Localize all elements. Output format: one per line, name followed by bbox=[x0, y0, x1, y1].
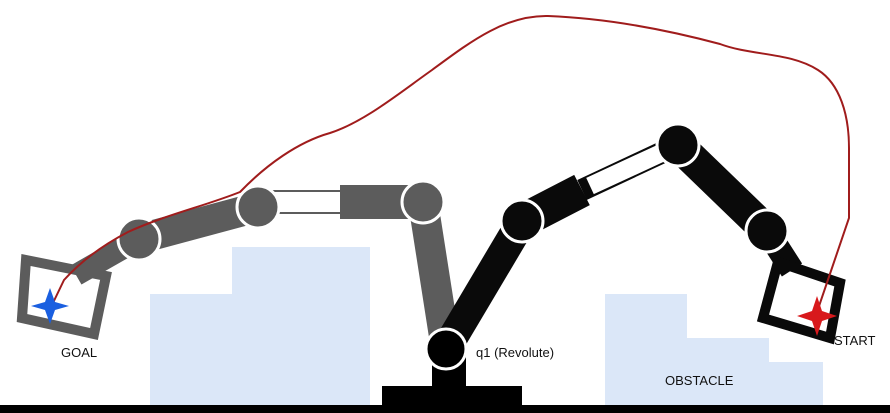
obstacle-right bbox=[605, 294, 823, 406]
planned-path bbox=[51, 14, 850, 313]
robot-base bbox=[382, 386, 522, 408]
start-joint-3 bbox=[744, 208, 790, 254]
ground-line bbox=[0, 405, 890, 413]
start-joint-2 bbox=[655, 122, 701, 168]
goal-arm-link-1 bbox=[408, 199, 461, 352]
goal-joint-2 bbox=[235, 184, 281, 230]
start-arm-link-1 bbox=[433, 213, 535, 357]
goal-configuration-arm bbox=[16, 179, 461, 352]
obstacle-left bbox=[150, 247, 370, 406]
start-configuration-arm bbox=[433, 122, 846, 357]
goal-gripper bbox=[16, 253, 112, 340]
start-label: START bbox=[834, 333, 876, 348]
joint-q1-label: q1 (Revolute) bbox=[476, 345, 555, 360]
base-revolute-joint bbox=[424, 327, 468, 371]
goal-label: GOAL bbox=[61, 345, 98, 360]
goal-marker-icon bbox=[31, 288, 69, 324]
obstacle-label: OBSTACLE bbox=[665, 373, 734, 388]
start-marker-icon bbox=[797, 296, 837, 336]
goal-joint-3 bbox=[116, 216, 162, 262]
start-gripper bbox=[756, 255, 846, 345]
goal-joint-1 bbox=[400, 179, 446, 225]
start-joint-1 bbox=[499, 198, 545, 244]
